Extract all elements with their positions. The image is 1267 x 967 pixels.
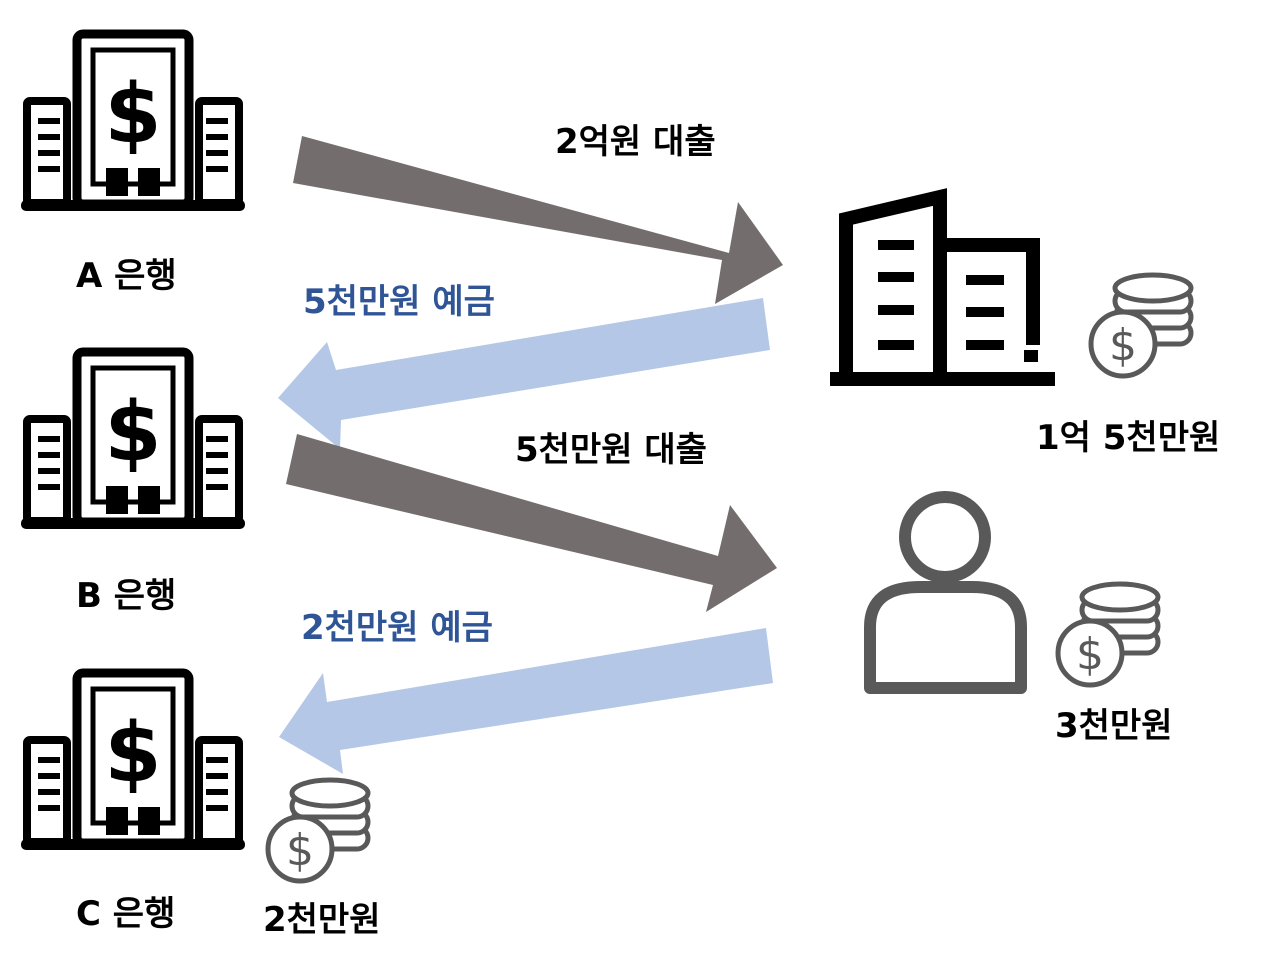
deposit-arrow-company-to-b (278, 298, 770, 449)
bank-c-holding: 2천만원 (263, 900, 381, 940)
coin-stack-icon (1091, 275, 1191, 376)
loan-a-label: 2억원 대출 (555, 122, 716, 162)
deposit-b-label: 5천만원 예금 (303, 282, 495, 322)
office-building-icon (830, 188, 1055, 386)
loan-arrow-b-to-person (286, 434, 777, 612)
loan-arrow-a-to-company (293, 136, 783, 304)
person-holding: 3천만원 (1055, 706, 1173, 746)
company-holding: 1억 5천만원 (1036, 418, 1221, 458)
coin-stack-icon (1058, 584, 1158, 685)
coin-stack-icon (268, 780, 368, 881)
loan-b-label: 5천만원 대출 (515, 430, 707, 470)
deposit-c-label: 2천만원 예금 (301, 608, 493, 648)
bank-a-label: A 은행 (76, 256, 177, 296)
person-icon (864, 491, 1027, 694)
bank-b-label: B 은행 (76, 576, 177, 616)
bank-b-icon (21, 352, 245, 529)
bank-a-icon (21, 34, 245, 211)
bank-c-label: C 은행 (76, 894, 176, 934)
bank-c-icon (21, 673, 245, 850)
deposit-arrow-person-to-c (279, 628, 773, 774)
